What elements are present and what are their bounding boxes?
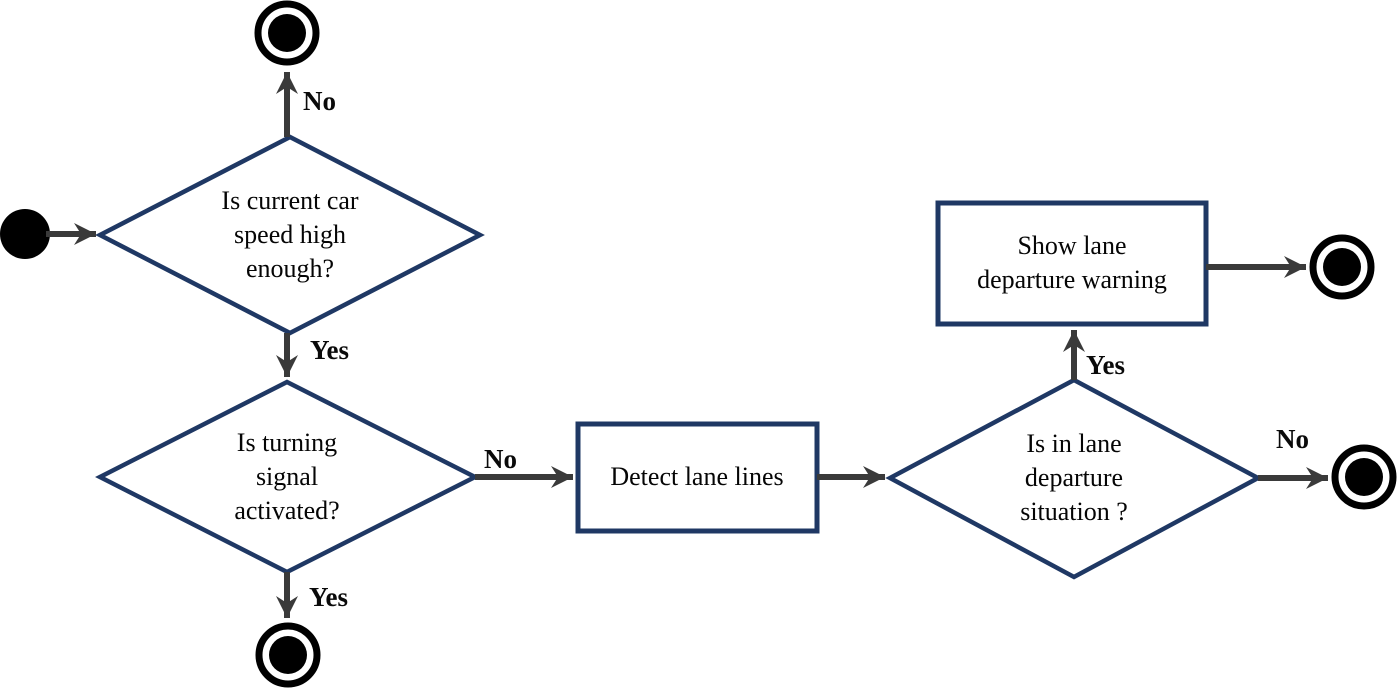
decision-departure-diamond — [885, 377, 1263, 580]
decision-speed-label: Is current car speed high enough? — [221, 186, 359, 283]
decision-signal-label: Is turning signal activated? — [234, 428, 340, 525]
end-node-warning — [1309, 234, 1375, 300]
action-warning-label: Show lane departure warning — [977, 231, 1167, 294]
edge-label-speed-no: No — [303, 86, 336, 116]
action-detect-label: Detect lane lines — [610, 462, 784, 491]
decision-departure-label: Is in lane departure situation ? — [1020, 429, 1128, 526]
edge-label-signal-yes: Yes — [309, 582, 348, 612]
edge-label-departure-yes: Yes — [1086, 350, 1125, 380]
end-node-right — [1331, 444, 1397, 510]
end-node-top — [254, 0, 320, 66]
edge-label-departure-no: No — [1276, 424, 1309, 454]
end-node-bottom — [255, 622, 321, 688]
action-warning-box — [935, 200, 1209, 327]
start-node — [0, 209, 50, 259]
edge-label-signal-no: No — [484, 444, 517, 474]
edge-label-speed-yes: Yes — [310, 335, 349, 365]
